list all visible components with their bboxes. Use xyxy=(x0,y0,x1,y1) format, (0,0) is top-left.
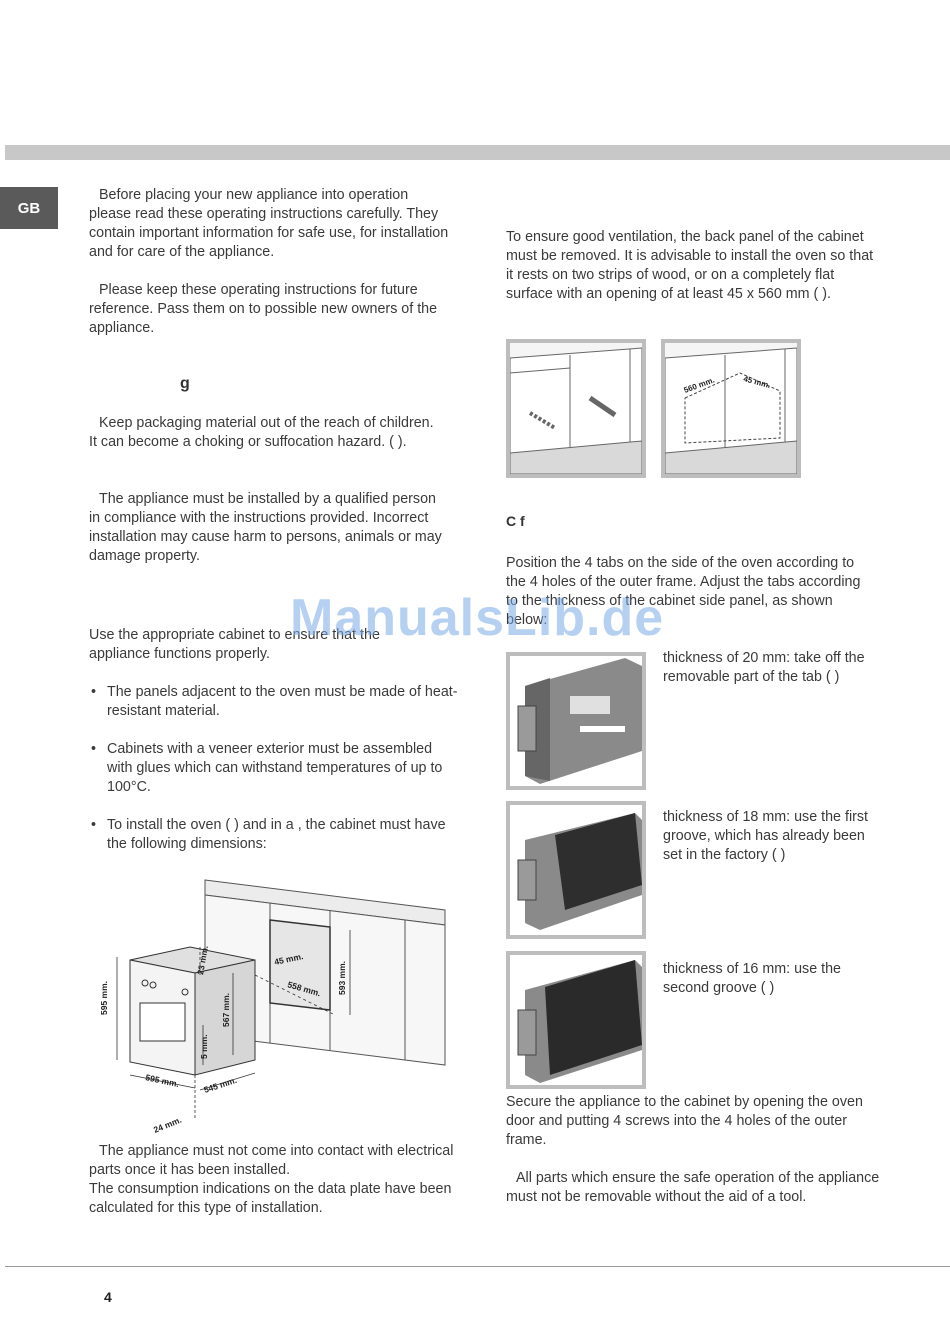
tab-figure-16mm xyxy=(506,951,646,1089)
cabinet-intro-paragraph: Use the appropriate cabinet to ensure th… xyxy=(89,627,380,662)
tab-18mm-text: thickness of 18 mm: use the first groove… xyxy=(663,809,869,863)
dim-label: 545 mm. xyxy=(203,1075,238,1095)
list-item: Cabinets with a veneer exterior must be … xyxy=(89,740,459,797)
intro-paragraph-1: Before placing your new appliance into o… xyxy=(89,187,449,260)
tab-figure-20mm xyxy=(506,652,646,790)
language-tab: GB xyxy=(0,187,58,229)
dim-label: 595 mm. xyxy=(99,981,109,1015)
list-item: The panels adjacent to the oven must be … xyxy=(89,683,459,721)
dim-label: 24 mm. xyxy=(152,1115,183,1135)
intro-paragraph-2: Please keep these operating instructions… xyxy=(89,282,438,336)
ventilation-figure-1 xyxy=(506,339,646,478)
section-heading-fixing: C f xyxy=(506,513,525,529)
cabinet-requirements-list: The panels adjacent to the oven must be … xyxy=(89,683,459,873)
tab-20mm-text: thickness of 20 mm: take off the removab… xyxy=(663,650,865,685)
installer-paragraph: The appliance must be installed by a qua… xyxy=(89,491,442,564)
electrical-contact-paragraph: The appliance must not come into contact… xyxy=(89,1143,454,1216)
header-bar xyxy=(5,145,950,160)
watermark: ManualsLib.de xyxy=(290,589,665,647)
ventilation-figure-2: 560 mm. 45 mm. xyxy=(661,339,801,478)
section-heading-safety: g xyxy=(180,375,190,392)
ventilation-paragraph: To ensure good ventilation, the back pan… xyxy=(506,229,874,302)
secure-paragraph: Secure the appliance to the cabinet by o… xyxy=(506,1094,863,1148)
tab-16mm-text: thickness of 16 mm: use the second groov… xyxy=(663,961,841,996)
safety-parts-paragraph: All parts which ensure the safe operatio… xyxy=(506,1170,880,1205)
consumption-text: The consumption indications on the data … xyxy=(89,1181,452,1216)
dim-label: 5 mm. xyxy=(199,1034,209,1059)
tabs-intro-paragraph: Position the 4 tabs on the side of the o… xyxy=(506,555,861,628)
packaging-paragraph: Keep packaging material out of the reach… xyxy=(89,415,434,450)
page-number: 4 xyxy=(104,1289,112,1305)
dim-label: 593 mm. xyxy=(337,961,347,995)
dim-label: 595 mm. xyxy=(145,1072,180,1089)
dim-label: 567 mm. xyxy=(221,993,231,1027)
tab-figure-18mm xyxy=(506,801,646,939)
language-tab-label: GB xyxy=(17,199,41,217)
cabinet-dimensions-diagram: 595 mm. 23 mm. 567 mm. 5 mm. 595 mm. 545… xyxy=(99,879,446,1135)
footer-rule xyxy=(5,1266,950,1267)
list-item: To install the oven ( ) and in a , the c… xyxy=(89,816,459,854)
